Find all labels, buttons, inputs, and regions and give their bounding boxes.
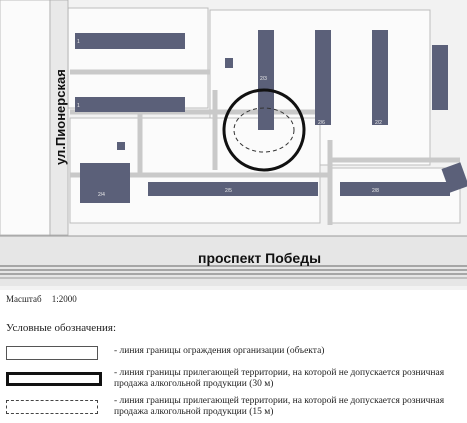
legend-swatch-15m (6, 400, 98, 414)
legend-text: - линия границы прилегающей территории, … (114, 396, 445, 417)
legend-item-15m: - линия границы прилегающей территории, … (6, 396, 461, 420)
building (372, 30, 388, 125)
building-number: 2/3 (260, 76, 267, 82)
pionerskaya-street (49, 0, 69, 236)
scale: Масштаб 1:2000 (6, 294, 85, 304)
building (441, 162, 467, 193)
building-number: 2/5 (225, 188, 232, 194)
boundary-15m (233, 107, 295, 153)
building (80, 163, 130, 203)
legend-swatch-30m (6, 372, 102, 386)
map: 1 1 2/4 2/5 2/6 2/2 2/3 2/8 ул.Пионерска… (0, 0, 467, 290)
building-number: 1 (77, 103, 80, 109)
building (75, 33, 185, 49)
building (148, 182, 318, 196)
building (225, 58, 233, 68)
building-number: 2/8 (372, 188, 379, 194)
building (432, 45, 448, 110)
building (75, 97, 185, 112)
street-label-vertical: ул.Пионерская (53, 69, 68, 165)
building-number: 2/4 (98, 192, 105, 198)
legend-text: - линия границы ограждения организации (… (114, 346, 325, 356)
building-number: 2/2 (375, 120, 382, 126)
street-label-horizontal: проспект Победы (198, 250, 321, 266)
building (315, 30, 331, 125)
boundary-30m (222, 88, 306, 172)
building (340, 182, 450, 196)
scale-label: Масштаб (6, 294, 42, 304)
building-number: 2/6 (318, 120, 325, 126)
legend-item-30m: - линия границы прилегающей территории, … (6, 368, 461, 392)
legend-text: - линия границы прилегающей территории, … (114, 368, 445, 389)
building (258, 30, 274, 130)
legend-title: Условные обозначения: (6, 322, 117, 334)
legend-item-organization: - линия границы ограждения организации (… (6, 344, 461, 362)
building-number: 1 (77, 39, 80, 45)
legend-swatch-organization (6, 346, 98, 360)
buildings (75, 30, 467, 203)
scale-value: 1:2000 (51, 294, 77, 304)
building (117, 142, 125, 150)
